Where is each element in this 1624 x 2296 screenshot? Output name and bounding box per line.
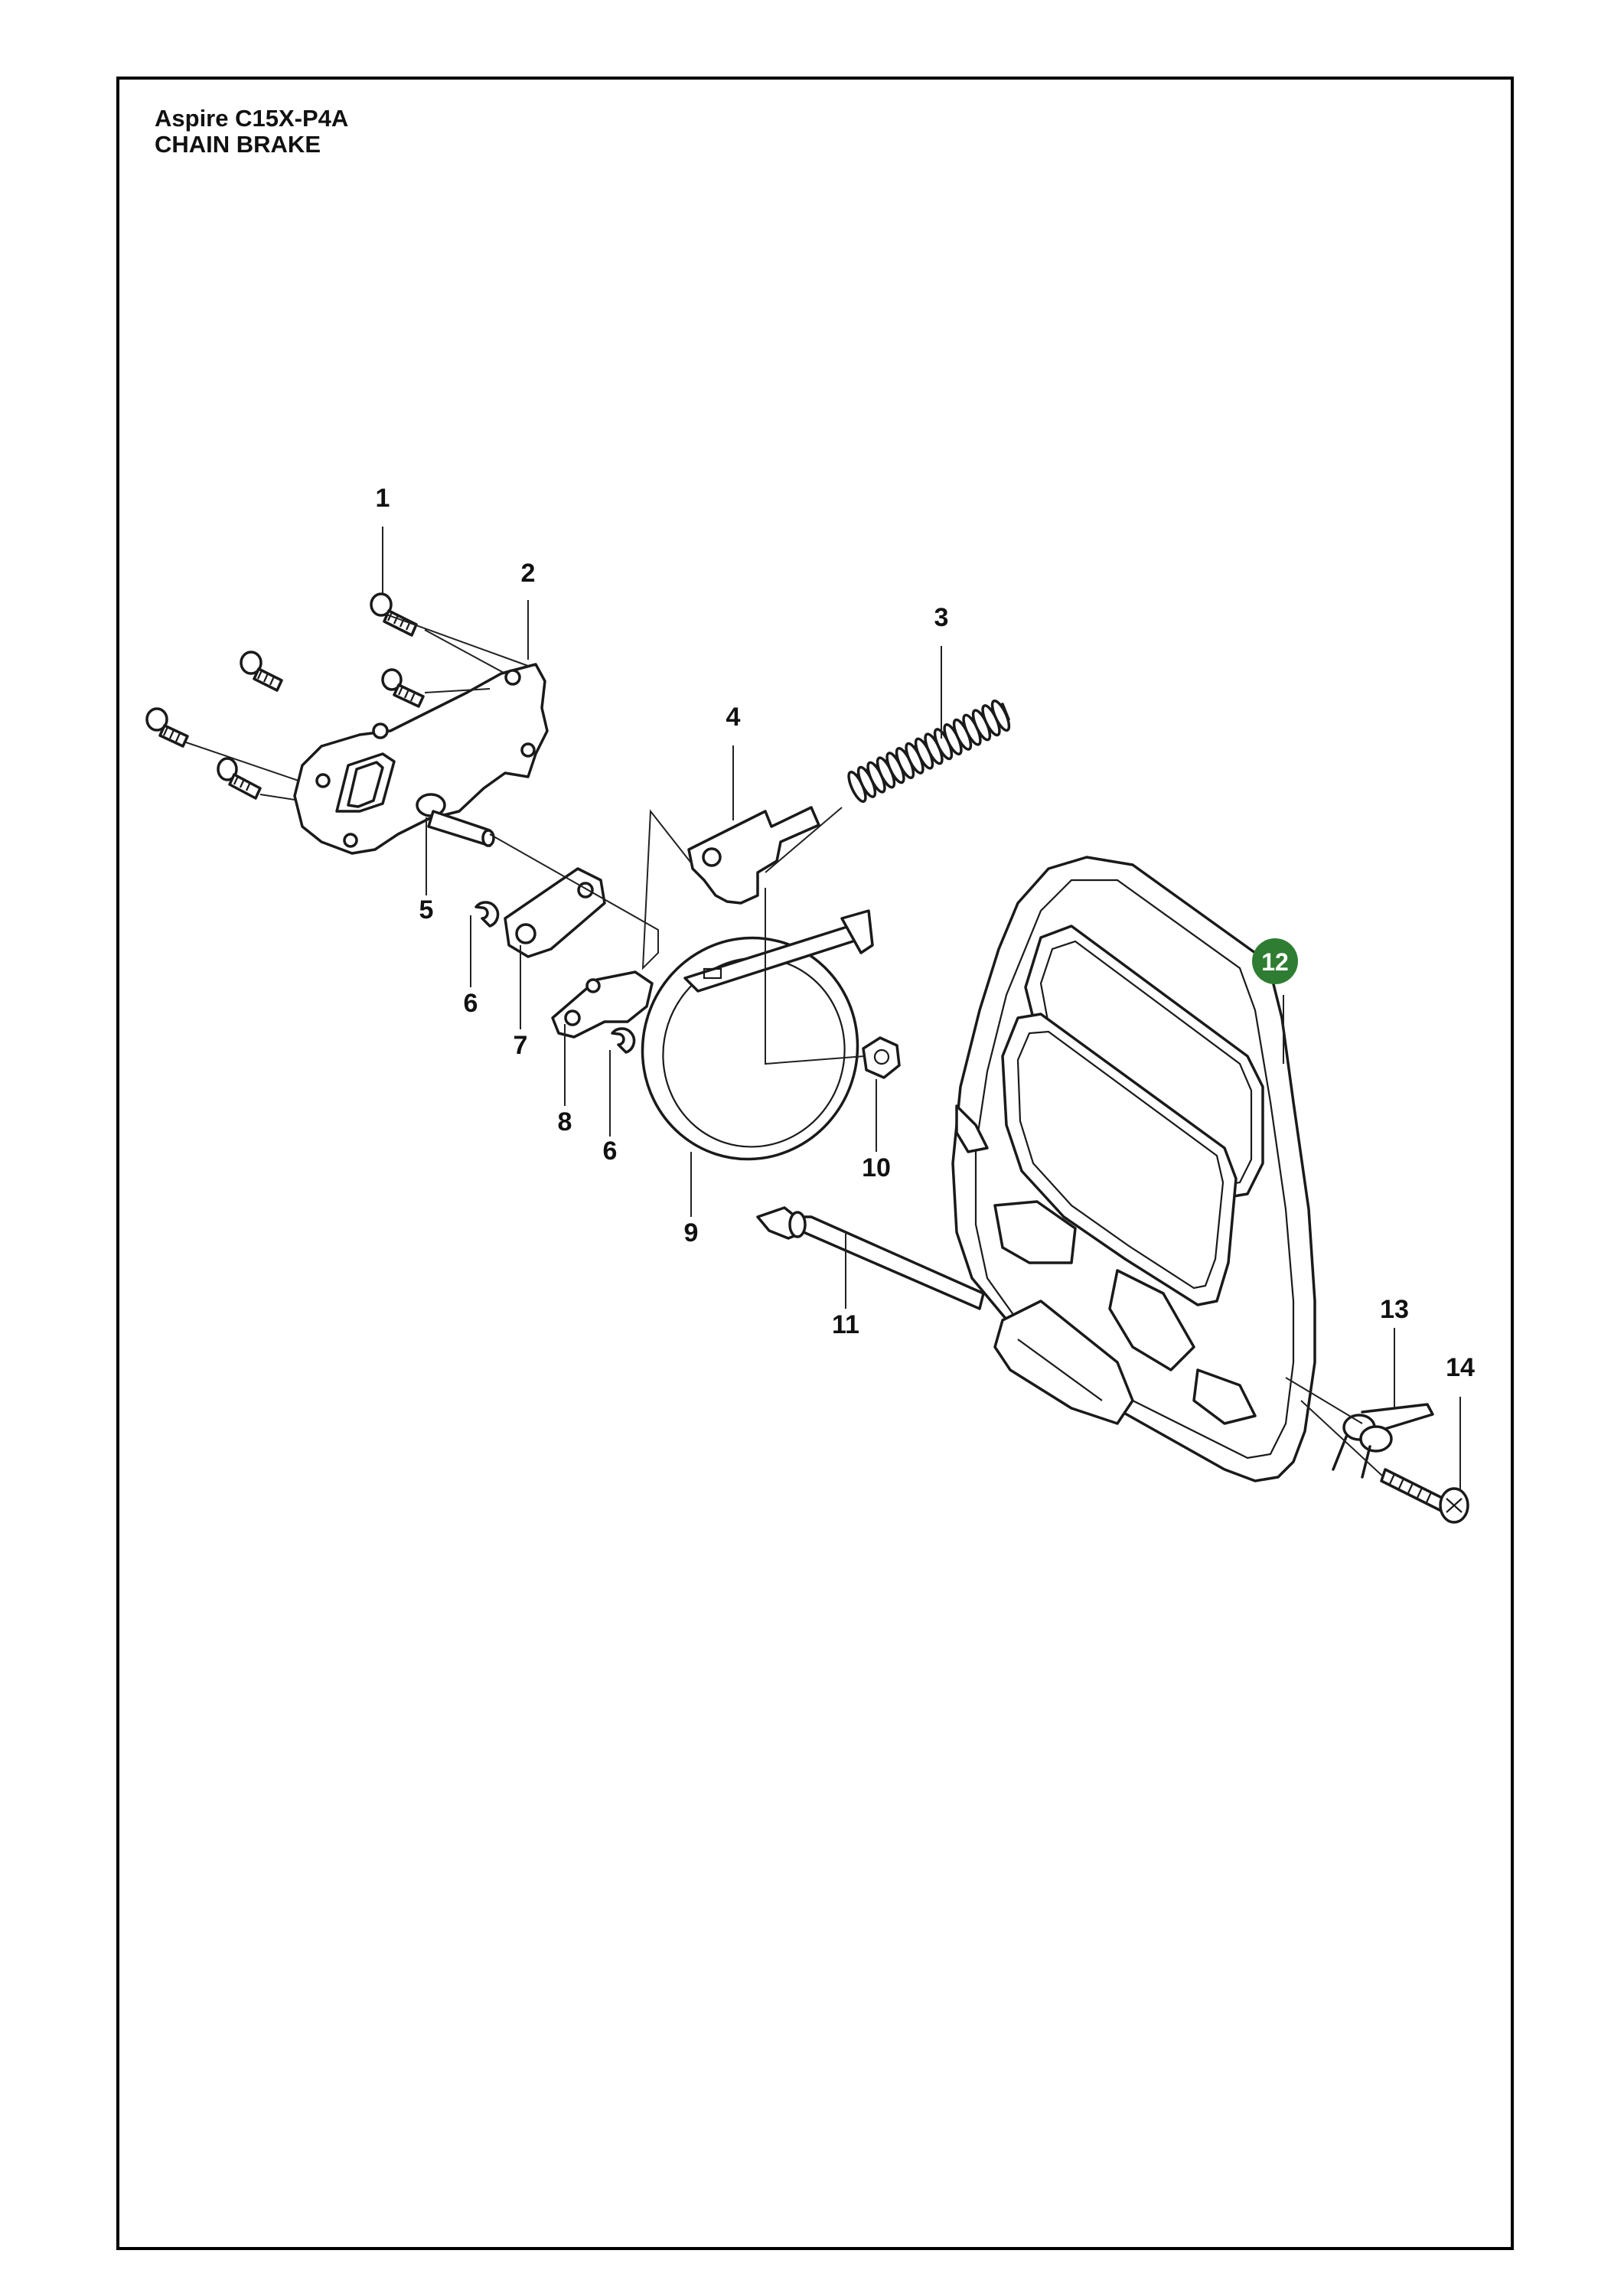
cam-plate-part-8[interactable] xyxy=(551,970,654,1039)
shoulder-bolt-part-5[interactable] xyxy=(416,793,495,847)
callout-14[interactable]: 14 xyxy=(1446,1353,1475,1382)
leader-lines xyxy=(185,527,1461,1491)
title-block: Aspire C15X-P4A CHAIN BRAKE xyxy=(155,106,348,158)
callout-3[interactable]: 3 xyxy=(934,603,949,632)
lever-part-4[interactable] xyxy=(687,806,820,905)
callout-9[interactable]: 9 xyxy=(684,1218,699,1247)
callout-2[interactable]: 2 xyxy=(521,559,536,588)
pivot-pin-part-11[interactable] xyxy=(756,1206,985,1310)
e-clip-part-6a[interactable] xyxy=(474,901,500,928)
screw-part-14[interactable] xyxy=(1380,1468,1469,1524)
screw-part-1c[interactable] xyxy=(381,668,425,708)
drawing-frame xyxy=(116,77,1514,2250)
model-name: Aspire C15X-P4A xyxy=(155,105,349,132)
spring-part-3[interactable] xyxy=(846,699,1013,804)
nut-part-10[interactable] xyxy=(862,1036,901,1079)
callout-6a[interactable]: 6 xyxy=(464,989,478,1018)
screw-part-1b[interactable] xyxy=(240,651,283,692)
e-clip-part-6b[interactable] xyxy=(611,1027,636,1054)
bracket-plate-part-2[interactable] xyxy=(293,663,549,855)
callout-12[interactable]: 12 xyxy=(1261,948,1289,976)
callout-8[interactable]: 8 xyxy=(558,1107,572,1137)
screw-part-1d[interactable] xyxy=(145,707,189,748)
callout-10[interactable]: 10 xyxy=(862,1153,891,1182)
hand-guard-part-12[interactable] xyxy=(951,856,1316,1482)
callout-12-highlight[interactable]: 12 xyxy=(1252,938,1298,984)
screw-part-1a[interactable] xyxy=(370,592,418,637)
callout-11[interactable]: 11 xyxy=(832,1310,859,1339)
callout-4[interactable]: 4 xyxy=(726,703,741,732)
section-title: CHAIN BRAKE xyxy=(155,131,321,158)
callout-5[interactable]: 5 xyxy=(419,895,434,925)
callout-1[interactable]: 1 xyxy=(376,484,390,513)
screw-part-1e[interactable] xyxy=(217,757,262,800)
link-arm-part-7[interactable] xyxy=(504,867,606,958)
callout-7[interactable]: 7 xyxy=(514,1031,528,1060)
callout-6b[interactable]: 6 xyxy=(603,1137,618,1166)
callout-13[interactable]: 13 xyxy=(1380,1295,1409,1324)
callout-labels: 1 2 3 4 5 6 6 7 8 9 10 11 12 13 14 xyxy=(376,484,1475,1382)
spring-coil xyxy=(990,699,1011,732)
brake-band-part-9[interactable] xyxy=(614,909,886,1187)
